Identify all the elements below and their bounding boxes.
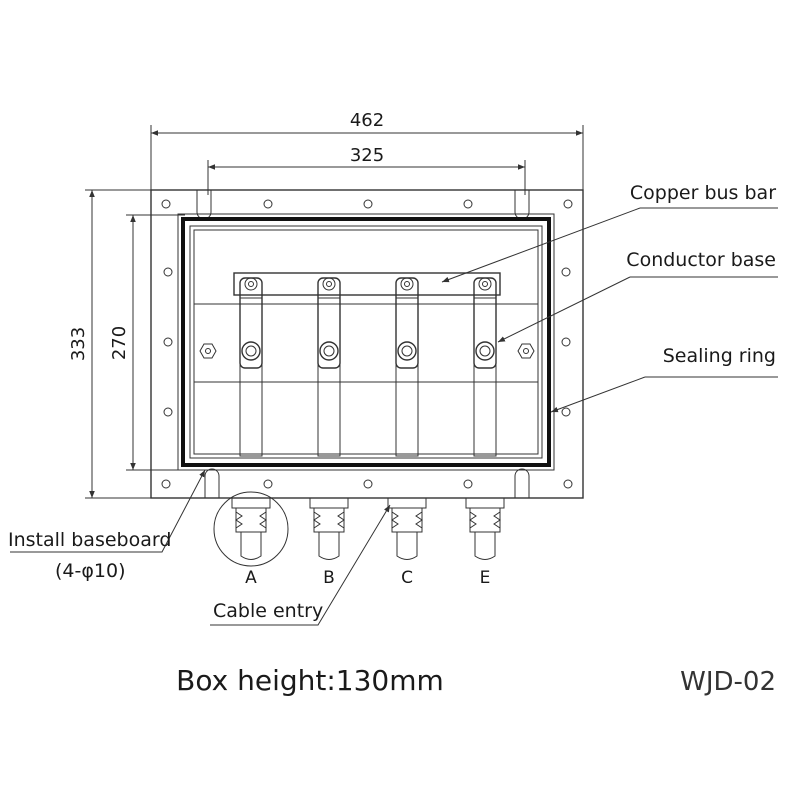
conductor-b (317, 277, 341, 457)
conductor-e (473, 277, 497, 457)
dimension-label-462: 462 (350, 110, 384, 131)
box-outer-edge (177, 213, 555, 471)
cable-label-e: E (480, 568, 491, 588)
conductor-a (239, 277, 263, 457)
callout-label-conductor-base: Conductor base (626, 249, 776, 271)
dimension-inner-height: 270 (109, 214, 185, 471)
cable-label-b: B (323, 568, 335, 588)
cable-label-c: C (401, 568, 413, 588)
box-inner-wall-2 (193, 229, 539, 455)
callout-install-baseboard: Install baseboard (4-φ10) (8, 469, 206, 582)
box-inner-wall (189, 225, 543, 459)
callout-label-install-baseboard-holes: (4-φ10) (55, 560, 125, 582)
callout-label-sealing-ring: Sealing ring (663, 345, 776, 367)
dimension-label-325: 325 (350, 145, 384, 166)
callout-label-copper-bus-bar: Copper bus bar (630, 182, 776, 204)
callout-copper-bus-bar: Copper bus bar (441, 182, 778, 283)
callout-label-cable-entry: Cable entry (213, 600, 323, 622)
callout-cable-entry: Cable entry (210, 504, 391, 626)
conductor-c (395, 277, 419, 457)
detail-circle-a (213, 491, 289, 567)
mounting-plate (150, 189, 584, 499)
model-number: WJD-02 (680, 667, 776, 697)
cable-gland-e (465, 497, 505, 560)
cable-gland-c (387, 497, 427, 560)
dimension-label-270: 270 (109, 326, 130, 360)
callout-conductor-base: Conductor base (497, 249, 778, 343)
dimension-overall-height: 333 (68, 189, 151, 499)
copper-bus-bar (233, 272, 501, 296)
cable-gland-b (309, 497, 349, 560)
callout-label-install-baseboard: Install baseboard (8, 529, 171, 551)
dimension-label-333: 333 (68, 327, 89, 361)
perimeter-bolt-holes (161, 199, 573, 489)
callout-sealing-ring: Sealing ring (550, 345, 778, 413)
hex-nut-left (199, 343, 217, 359)
box-height-caption: Box height:130mm (176, 664, 444, 697)
sealing-ring (181, 217, 551, 467)
dimension-busbar-span: 325 (207, 145, 526, 195)
cable-gland-a (231, 497, 271, 560)
dimension-overall-width: 462 (150, 110, 584, 190)
hex-nut-right (517, 343, 535, 359)
cable-label-a: A (245, 568, 257, 588)
